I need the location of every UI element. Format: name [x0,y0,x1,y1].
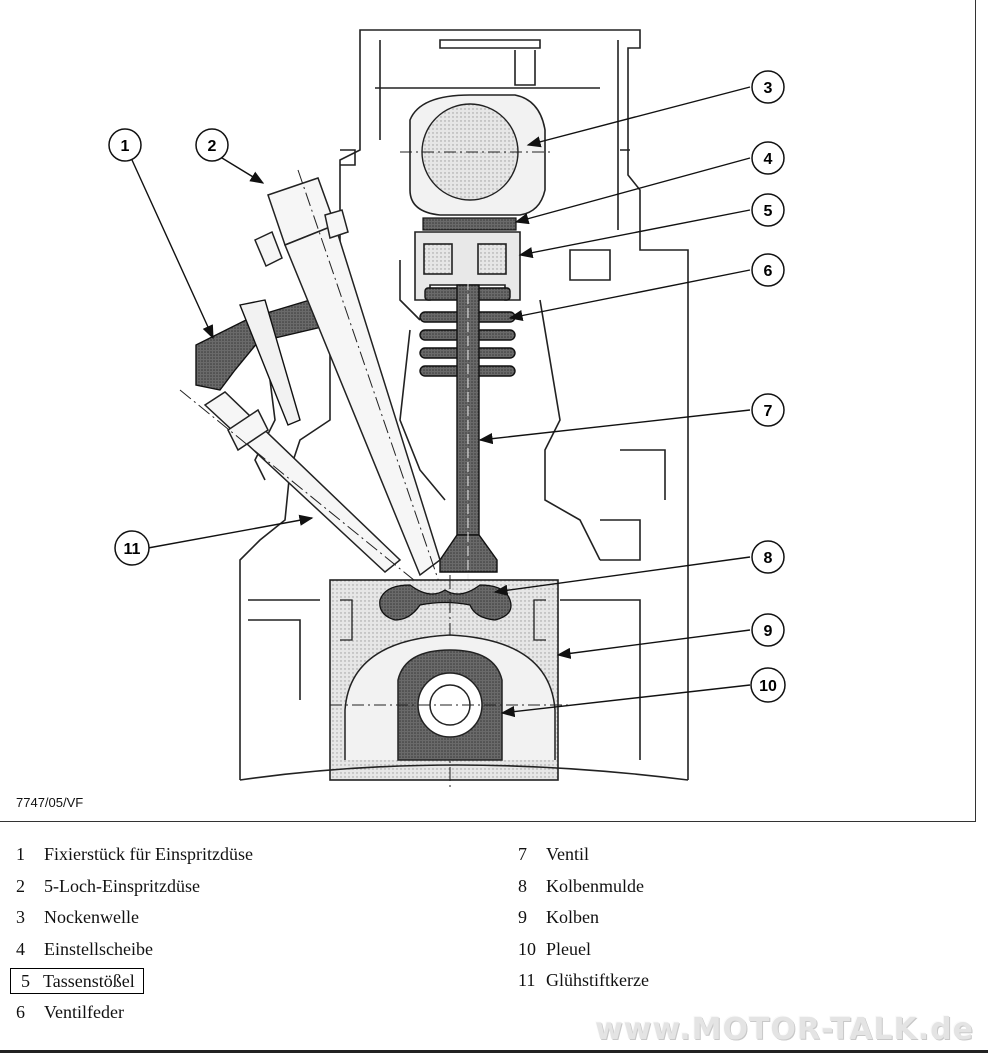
callout-10: 10 [750,667,786,703]
crankcase-line [239,764,689,781]
callout-7: 7 [751,393,785,427]
engine-cross-section-figure: 1 2 3 4 5 6 7 8 9 10 11 7747/05/VF [0,0,976,822]
valve [439,280,498,580]
svg-text:10: 10 [759,678,777,695]
callout-5: 5 [751,193,785,227]
leader-lines [131,86,751,718]
svg-text:4: 4 [764,151,773,168]
glow-plug [179,389,421,586]
callout-1: 1 [108,128,142,162]
svg-text:5: 5 [764,203,773,220]
callout-6: 6 [751,253,785,287]
svg-text:9: 9 [764,623,773,640]
callout-3: 3 [751,70,785,104]
figure-code: 7747/05/VF [16,795,84,810]
shim [422,217,517,231]
svg-text:1: 1 [121,138,130,155]
callout-4: 4 [751,141,785,175]
camshaft [400,94,550,216]
cylinder-head [239,29,689,780]
svg-text:8: 8 [764,550,773,567]
callout-markers: 1 2 3 4 5 6 7 8 9 10 11 [108,70,786,703]
svg-text:7: 7 [764,403,773,420]
callout-11: 11 [114,530,150,566]
injector [254,169,441,586]
connecting-rod [330,634,570,761]
svg-text:6: 6 [764,263,773,280]
svg-text:11: 11 [124,541,141,558]
callout-9: 9 [751,613,785,647]
callout-8: 8 [751,540,785,574]
svg-text:2: 2 [208,138,217,155]
engine-drawing: 1 2 3 4 5 6 7 8 9 10 11 [108,29,786,790]
valve-spring [419,287,516,377]
watermark: www.MOTOR-TALK.de [594,1012,974,1047]
svg-text:3: 3 [764,80,773,97]
bottom-rule [0,1050,988,1053]
callout-2: 2 [195,128,229,162]
